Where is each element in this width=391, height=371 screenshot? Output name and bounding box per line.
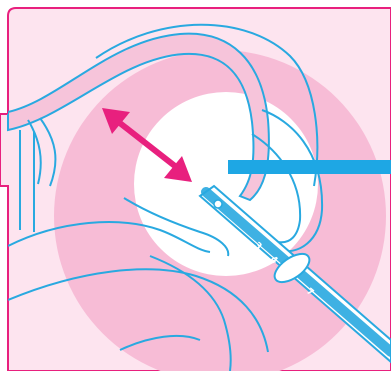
- horizontal-indicator-bar-icon: [228, 160, 391, 174]
